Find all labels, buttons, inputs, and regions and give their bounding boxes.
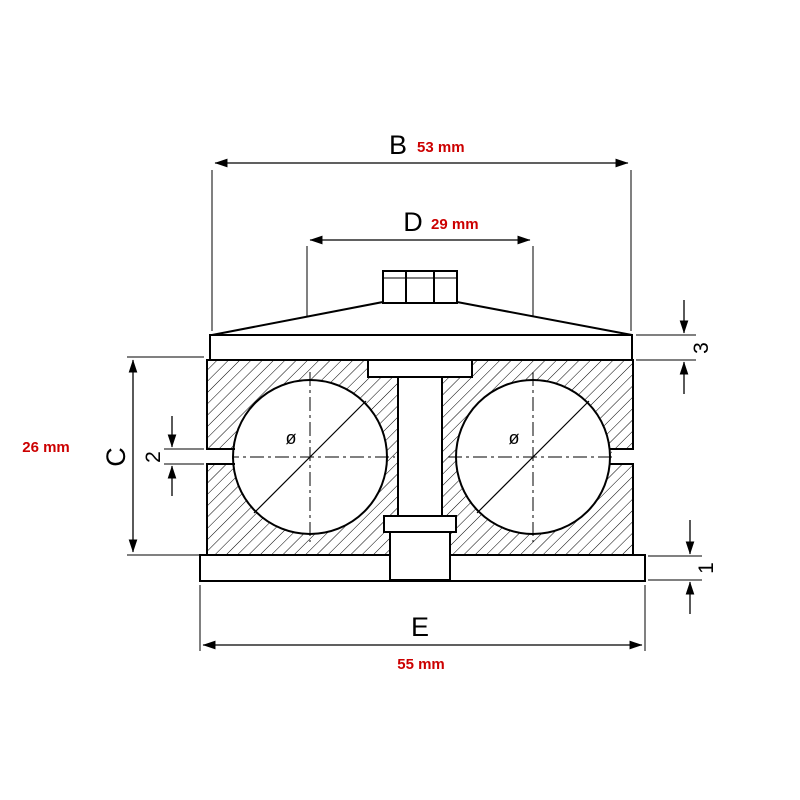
dim-top-thickness: 3	[636, 300, 713, 394]
dim-E-value: 55 mm	[397, 656, 445, 673]
cap-roof	[211, 301, 633, 336]
left-bore-diameter-line	[253, 400, 367, 514]
left-slit	[204, 448, 235, 465]
dim-D-label: D	[403, 207, 423, 237]
dim-B-value: 53 mm	[417, 139, 465, 156]
dim-slit-label: 2	[142, 451, 165, 463]
dim-base-thickness: 1	[648, 520, 718, 614]
cap-rim	[209, 334, 633, 361]
dim-C-value: 26 mm	[22, 439, 70, 456]
dim1-label: 1	[695, 562, 718, 574]
dim-slit: 2	[142, 416, 204, 496]
dim-B-label: B	[389, 130, 407, 160]
left-diameter-symbol: ø	[286, 428, 297, 448]
right-bore: ø	[448, 372, 618, 542]
right-diameter-symbol: ø	[509, 428, 520, 448]
bottom-nut	[383, 515, 457, 581]
bolt-shaft	[397, 362, 443, 516]
left-bore: ø	[225, 372, 395, 542]
right-bore-diameter-line	[476, 400, 590, 514]
dim-C: C 26 mm	[22, 356, 204, 556]
dim-D-value: 29 mm	[431, 216, 479, 233]
top-cap	[209, 301, 633, 361]
dim-B: B 53 mm	[211, 130, 632, 331]
dim-D: D 29 mm	[306, 207, 534, 316]
upper-washer	[367, 359, 473, 378]
dim3-label: 3	[690, 342, 713, 354]
dim-E: E 55 mm	[199, 585, 646, 673]
dim-C-label: C	[101, 447, 131, 467]
dim-E-label: E	[411, 612, 429, 642]
right-slit	[609, 448, 636, 465]
hex-bolt-head	[382, 270, 458, 304]
